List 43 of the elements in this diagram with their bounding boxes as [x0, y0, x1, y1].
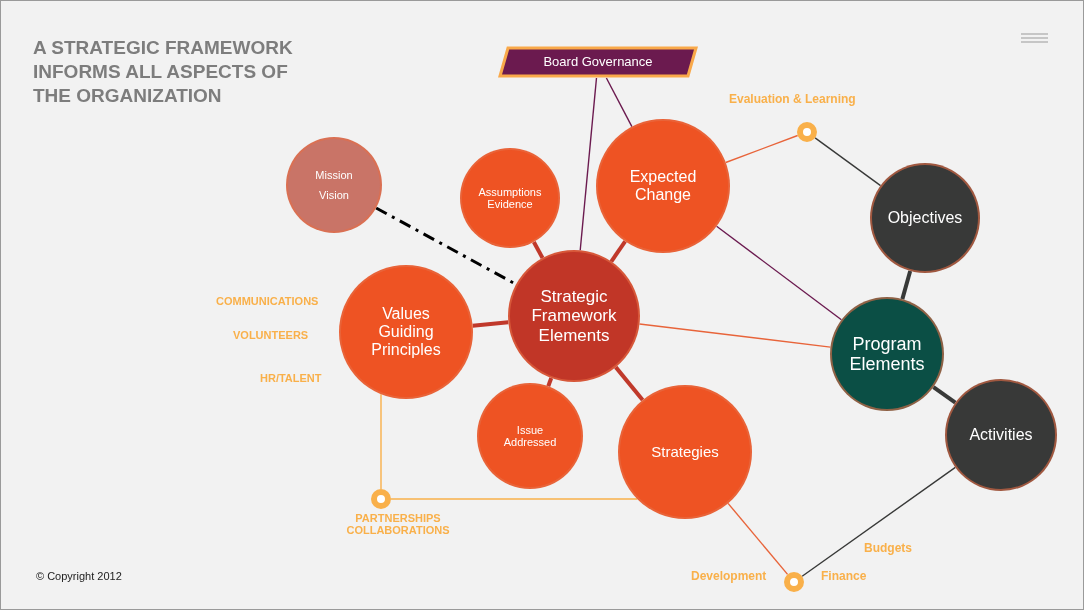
connector-line: [472, 320, 509, 328]
connector-line: [532, 241, 545, 259]
parallelogram-box: [498, 46, 698, 78]
node-label: Board Governance: [543, 54, 653, 70]
connector-line: [605, 77, 633, 128]
node-label: Issue Addressed: [502, 423, 558, 449]
node-label: Values Guiding Principles: [370, 305, 442, 359]
connector-line: [727, 502, 789, 576]
node-label: Program Elements: [848, 333, 926, 375]
node-caption: Evaluation & Learning: [729, 92, 857, 106]
connector-line: [725, 134, 799, 164]
connector-line: [375, 206, 517, 286]
node-label: Objectives: [887, 209, 963, 227]
node-label: Assumptions Evidence: [477, 185, 543, 211]
node-label: Strategic Framework Elements: [530, 287, 618, 345]
annotation-label: Budgets: [864, 541, 912, 555]
connector-line: [715, 225, 843, 321]
connector-line: [614, 365, 645, 402]
node-caption: PARTNERSHIPS COLLABORATIONS: [345, 512, 451, 536]
connector-line: [609, 240, 627, 263]
annotation-label: VOLUNTEERS: [233, 329, 309, 341]
node-label: Vision: [319, 189, 349, 202]
ring-marker: [797, 122, 817, 142]
node-label: Strategies: [651, 443, 719, 461]
title: A STRATEGIC FRAMEWORK INFORMS ALL ASPECTS OF THE ORGANIZATION: [33, 36, 294, 108]
connector-line: [579, 77, 598, 251]
annotation-label: HR/TALENT: [260, 372, 322, 384]
connector-line: [390, 498, 638, 500]
connector-line: [932, 385, 957, 405]
node-caption: Development: [691, 569, 767, 583]
connector-line: [380, 393, 382, 490]
node-label: Activities: [969, 426, 1033, 444]
node-label: Expected Change: [628, 168, 698, 204]
ring-marker: [371, 489, 391, 509]
connector-line: [900, 270, 913, 300]
node-caption: Finance: [821, 569, 867, 583]
ring-marker: [784, 572, 804, 592]
connector-line: [638, 323, 832, 348]
annotation-label: COMMUNICATIONS: [216, 295, 319, 307]
connector-line: [801, 466, 957, 577]
node-label: Mission: [315, 168, 353, 181]
copyright-note: © Copyright 2012: [36, 570, 122, 582]
connector-line: [814, 137, 882, 187]
